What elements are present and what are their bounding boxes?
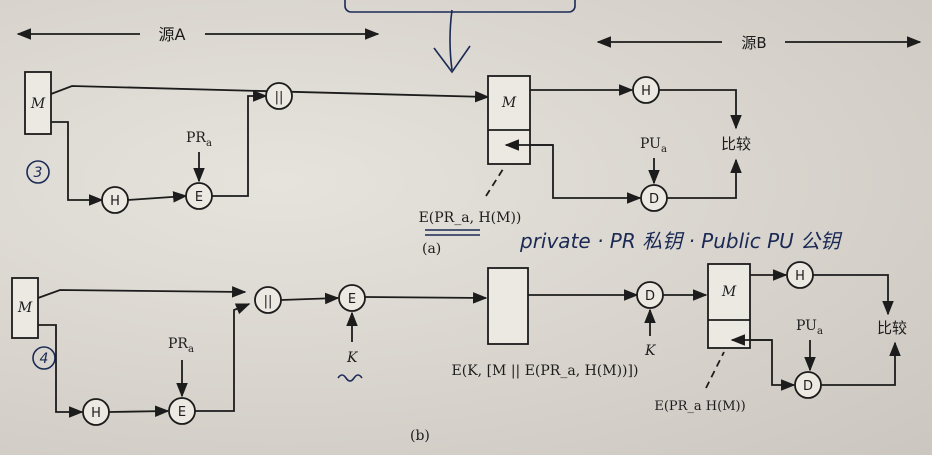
svg-text:M: M	[501, 95, 517, 111]
caption-a: (a)	[422, 241, 441, 257]
key-k-b2: K	[644, 343, 657, 359]
svg-text:M: M	[721, 284, 737, 300]
cipher-label-b: E(K, [M || E(PR_a, H(M))])	[452, 363, 639, 379]
source-a-label: 源A	[159, 25, 186, 44]
concat-node-a	[265, 82, 293, 110]
svg-text:M: M	[30, 96, 46, 112]
message-box-a	[24, 71, 52, 135]
svg-text:M: M	[17, 300, 33, 316]
diagram-b: M 4 H E PRa || E K E(K, [M || E(PR_a, H(…	[11, 261, 907, 444]
received-box-a	[487, 75, 531, 165]
compare-label-b: 比较	[877, 319, 907, 337]
source-a-header: 源A	[16, 25, 380, 44]
svg-text:H: H	[91, 406, 101, 421]
cipher-box-b	[487, 267, 529, 345]
signature-label-b: E(PR_a H(M))	[654, 399, 745, 414]
top-annotation	[344, 0, 576, 74]
source-b-label: 源B	[741, 34, 766, 52]
diagram-a: M 3 H E PRa || M E(PR_a, H(M)) D PUa	[24, 71, 843, 257]
pu-key-b: PUa	[796, 318, 823, 337]
pr-key-b: PRa	[168, 336, 194, 355]
note-3: 3	[34, 165, 43, 181]
pr-key-a: PRa	[186, 130, 212, 149]
svg-text:D: D	[649, 192, 659, 207]
svg-text:E: E	[195, 190, 203, 205]
source-b-header: 源B	[596, 34, 922, 52]
message-box-b	[11, 277, 39, 339]
signature-label-a: E(PR_a, H(M))	[419, 210, 522, 226]
encrypt-node-b2	[338, 284, 366, 312]
note-4: 4	[40, 351, 49, 367]
key-k-b: K	[346, 350, 359, 366]
svg-text:||: ||	[264, 294, 273, 309]
svg-text:H: H	[641, 84, 651, 99]
svg-text:E: E	[178, 405, 186, 420]
svg-text:H: H	[795, 269, 805, 284]
svg-text:H: H	[110, 194, 120, 209]
svg-text:||: ||	[275, 90, 284, 105]
caption-b: (b)	[410, 428, 430, 444]
svg-text:E: E	[348, 292, 356, 307]
received-box-b	[707, 263, 751, 349]
pu-key-a: PUa	[640, 136, 667, 155]
handwritten-note: private · PR 私钥 · Public PU 公钥	[519, 229, 843, 253]
svg-text:D: D	[803, 379, 813, 394]
svg-text:D: D	[645, 289, 655, 304]
compare-label-a: 比较	[721, 135, 751, 153]
